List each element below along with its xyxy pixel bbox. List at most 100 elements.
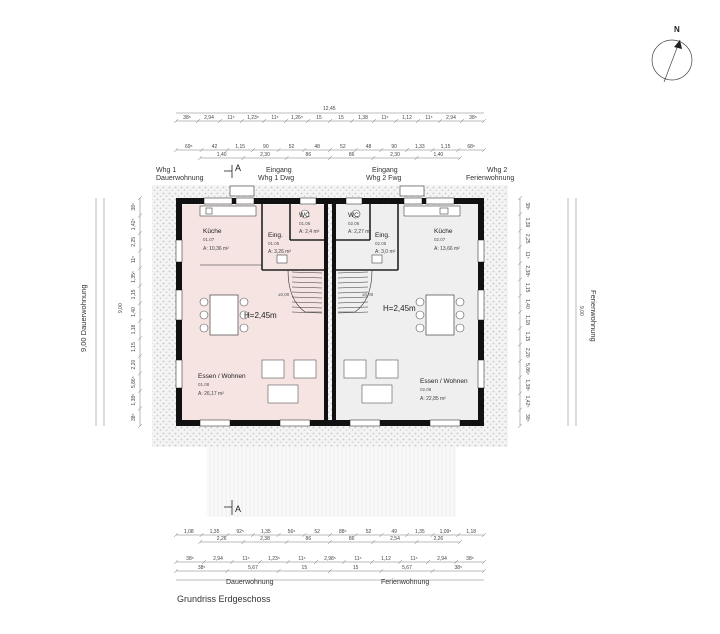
dim-tick (327, 532, 333, 538)
dim-tick (283, 118, 289, 124)
stair-tread (291, 311, 323, 314)
room-name: Essen / Wohnen (420, 378, 468, 385)
room-area: A: 3,26 m² (268, 249, 291, 255)
room-stamp-wohnen-2: Essen / Wohnen 02.08 A: 22,85 m² (420, 378, 468, 402)
dim-tick (137, 230, 143, 236)
stair-tread (291, 281, 323, 284)
dim-tick (481, 147, 487, 153)
dim-tick (313, 559, 319, 565)
dim-tick (414, 155, 419, 161)
dim-tick (137, 283, 143, 288)
dim-value: 11⁵ (298, 556, 305, 562)
dim-value: 2,98⁵ (324, 556, 336, 562)
dim-value: 2,25 (524, 234, 530, 244)
dining-table-1 (209, 294, 239, 336)
section-line (224, 165, 233, 515)
dim-value: 1,15 (524, 283, 530, 293)
dim-value: 11⁵ (227, 115, 234, 121)
dim-value: 1,38⁵ (524, 379, 530, 391)
dim-overall-left: 9,00 (118, 303, 124, 313)
dim-value: 15 (316, 115, 322, 121)
dim-tick (137, 423, 143, 429)
dim-value: 11⁵ (410, 556, 417, 562)
dim-tick (457, 539, 463, 545)
dim-value: 86 (306, 536, 312, 542)
room-area: A: 10,36 m² (203, 246, 229, 252)
chair (199, 323, 209, 333)
room-number: 01.05 (268, 241, 280, 246)
dim-tick (327, 118, 333, 124)
dim-value: 11⁵ (524, 251, 530, 258)
chair (455, 323, 465, 333)
entrance-1-label: Eingang (266, 167, 292, 174)
dim-overall-top: 12,45 (323, 106, 336, 112)
dim-value: 5,86⁵ (131, 376, 137, 388)
stair-tread (291, 286, 323, 289)
entrance-2-sub: Whg 2 Fwg (366, 175, 402, 182)
terrace-decking (206, 447, 456, 517)
dim-tick (195, 118, 201, 124)
dim-tick (137, 318, 143, 323)
chair (415, 297, 425, 307)
dim-tick (137, 388, 143, 394)
dim-tick (430, 147, 435, 153)
dim-value: 5,86⁵ (524, 363, 530, 375)
dim-tick (517, 228, 523, 233)
stair-tread (337, 306, 369, 309)
chair (455, 310, 465, 320)
room-area: A: 2,27 m² (348, 229, 371, 235)
interior-walls (200, 204, 399, 271)
dim-tick (241, 539, 246, 545)
dimension-lines (95, 112, 577, 581)
dim-value: 1,15 (131, 289, 137, 299)
room-name: Küche (434, 228, 453, 235)
entrance-2-label: Eingang (372, 167, 398, 174)
dim-value: 52 (314, 529, 320, 535)
dim-value: 1,08 (184, 529, 194, 535)
dim-value: 2,26 (217, 536, 227, 542)
room-number: 02.07 (434, 237, 446, 242)
dim-value: 90 (263, 144, 269, 150)
dim-value: 2,25 (131, 237, 137, 247)
room-number: 02.05 (375, 241, 387, 246)
level-1: ±0,00 (278, 292, 290, 297)
dim-value: 1,40 (433, 152, 443, 158)
dim-tick (197, 155, 203, 161)
dim-tick (379, 147, 384, 153)
dim-tick (225, 532, 230, 538)
dim-tick (459, 118, 465, 124)
dim-tick (371, 118, 377, 124)
dim-value: 38⁵ (524, 414, 530, 422)
chair (239, 297, 249, 307)
entrance-canopies (229, 185, 425, 197)
dim-tick (137, 248, 143, 253)
room-stamp-wc-1: WC 01.06 A: 2,4 m² (299, 212, 320, 235)
dim-value: 1,38 (358, 115, 368, 121)
dim-value: 1,09⁵ (440, 529, 452, 535)
dim-value: 1,39 (524, 218, 530, 228)
room-number: 02.08 (420, 387, 432, 392)
stair-tread (337, 296, 369, 299)
dim-value: 1,15 (235, 144, 245, 150)
dim-tick (284, 539, 289, 545)
room-name: Küche (203, 228, 222, 235)
window-openings (175, 197, 485, 427)
stair-tread (337, 276, 369, 279)
dim-value: 86 (306, 152, 312, 158)
dim-tick (517, 407, 523, 412)
dim-tick (371, 155, 376, 161)
room-area: A: 26,17 m² (198, 391, 224, 397)
level-2: ±0,00 (362, 292, 374, 297)
dim-value: 52 (289, 144, 295, 150)
dim-tick (302, 532, 307, 538)
dim-value: 11⁵ (271, 115, 278, 121)
dim-tick (137, 371, 143, 376)
room-stamp-kueche-2: Küche 02.07 A: 13,66 m² (434, 228, 460, 252)
dim-tick (137, 406, 143, 411)
dim-tick (517, 244, 523, 249)
room-number: 01.07 (203, 237, 215, 242)
dim-value: 2,94 (213, 556, 223, 562)
dim-tick (517, 326, 523, 331)
dim-tick (369, 559, 375, 565)
dim-value: 38⁵ (455, 565, 463, 571)
